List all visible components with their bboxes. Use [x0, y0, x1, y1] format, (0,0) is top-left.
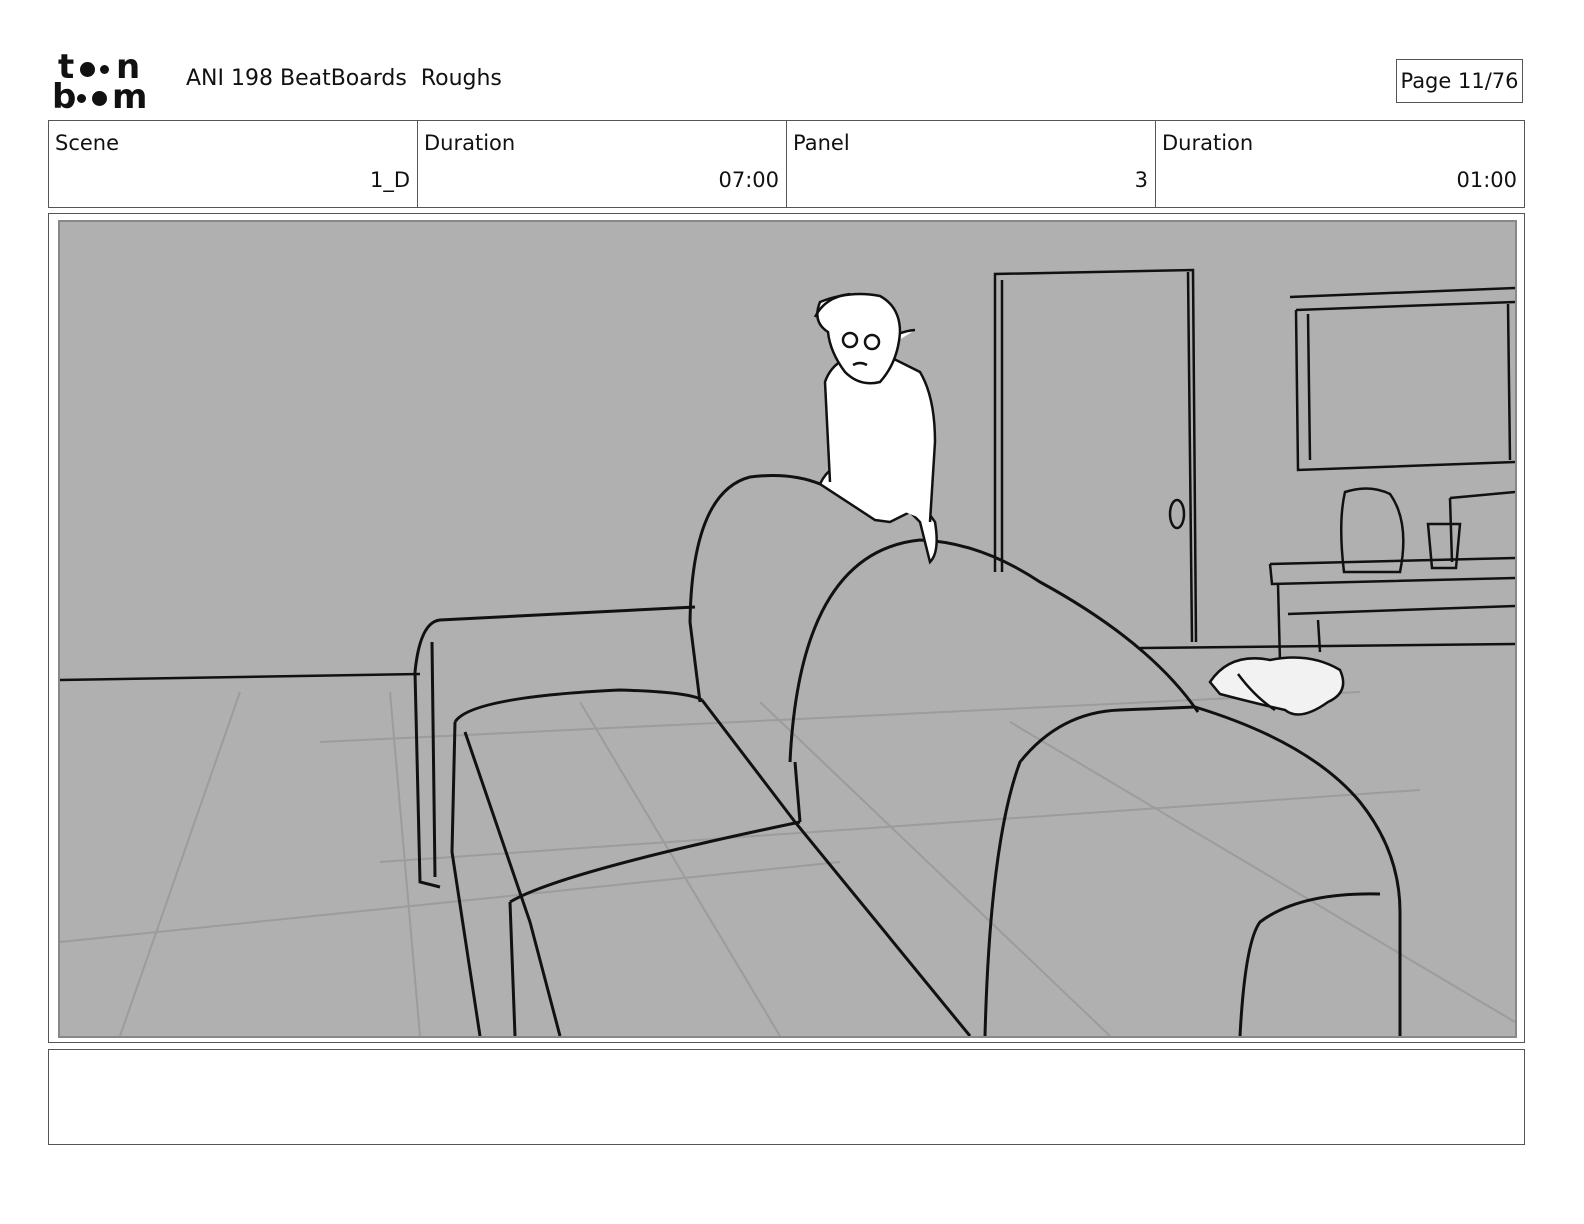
logo-letter-t: t	[58, 47, 75, 87]
scene-duration-value: 07:00	[718, 168, 779, 192]
panel-duration-cell: Duration 01:00	[1156, 121, 1524, 207]
panel-cell: Panel 3	[787, 121, 1156, 207]
room-lines	[60, 642, 1515, 682]
panel-duration-value: 01:00	[1456, 168, 1517, 192]
panel-label: Panel	[793, 131, 850, 155]
couch-sketch	[413, 474, 1402, 1036]
scene-cell: Scene 1_D	[49, 121, 418, 207]
scene-duration-label: Duration	[424, 131, 516, 155]
storyboard-sketch	[60, 268, 1515, 1036]
scene-label: Scene	[55, 131, 120, 155]
side-table-sketch	[1268, 487, 1515, 663]
logo-dot	[77, 94, 86, 103]
logo-dot	[92, 91, 107, 106]
character-sketch	[813, 292, 938, 565]
logo-letter-m: m	[112, 77, 148, 117]
logo-letter-b: b	[52, 77, 77, 117]
panel-duration-label: Duration	[1162, 131, 1254, 155]
scene-duration-cell: Duration 07:00	[418, 121, 787, 207]
info-table: Scene 1_D Duration 07:00 Panel 3 Duratio…	[48, 120, 1525, 208]
notes-box	[48, 1049, 1525, 1145]
storyboard-panel-image	[58, 220, 1517, 1038]
floor-grid	[60, 691, 1515, 1036]
door-sketch	[993, 268, 1198, 643]
logo-letter-n: n	[116, 47, 141, 87]
page-indicator: Page 11/76	[1396, 59, 1523, 103]
toon-boom-logo: t n b m	[50, 47, 165, 117]
panel-value: 3	[1134, 168, 1148, 192]
scene-value: 1_D	[369, 168, 410, 192]
logo-dot	[80, 62, 95, 77]
logo-dot	[100, 65, 109, 74]
document-title: ANI 198 BeatBoards Roughs	[186, 66, 502, 91]
tv-sketch	[1289, 286, 1515, 472]
panel-frame	[48, 213, 1525, 1043]
laundry-sketch	[1208, 656, 1345, 716]
